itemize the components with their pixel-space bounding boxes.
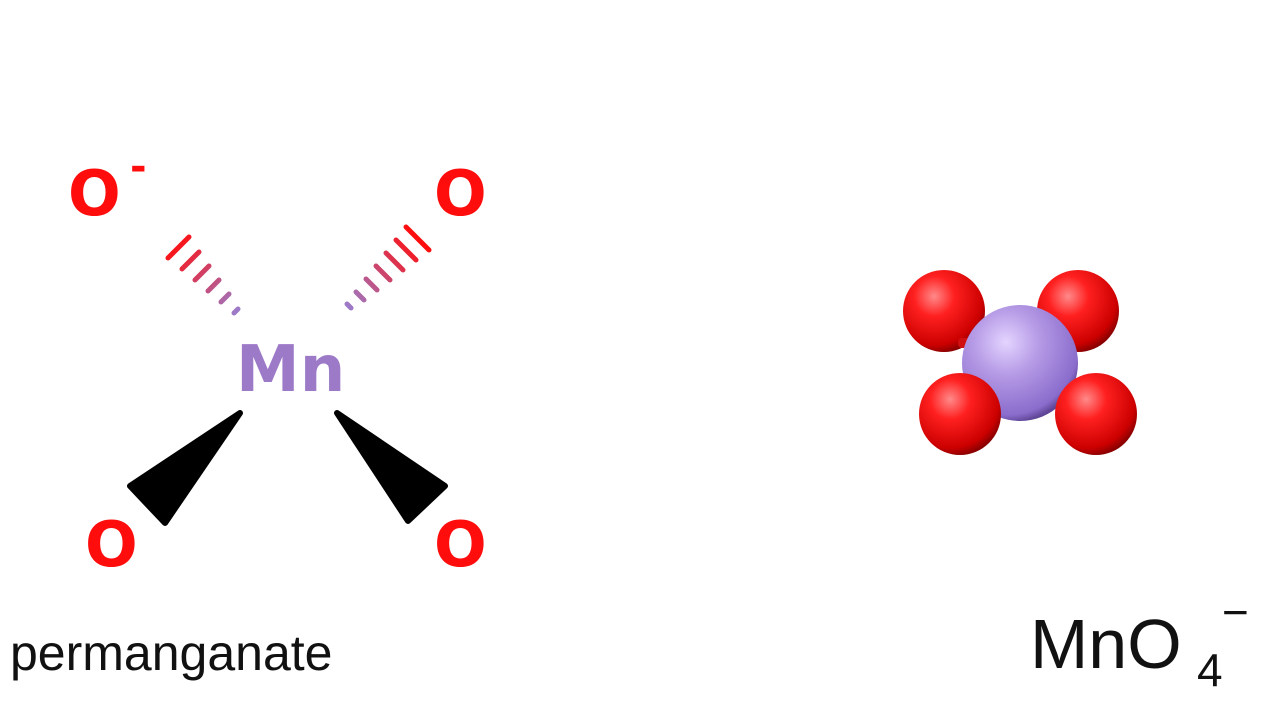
oxygen-label-top-left: O bbox=[68, 157, 121, 230]
wedge-bond-bottom-right bbox=[334, 410, 448, 524]
formula-subscript: 4 bbox=[1197, 644, 1223, 696]
hashed-bond-top-right bbox=[344, 224, 432, 311]
molecule-name-caption: permanganate bbox=[10, 625, 332, 681]
wedge-bond-bottom-left bbox=[127, 410, 243, 526]
oxygen-ball-back-left bbox=[903, 270, 985, 352]
oxygen-charge-label: - bbox=[130, 144, 147, 190]
manganese-label: Mn bbox=[236, 333, 345, 407]
ball-and-stick-model bbox=[903, 270, 1137, 455]
formula-main: MnO bbox=[1030, 605, 1182, 683]
oxygen-label-top-right: O bbox=[434, 157, 487, 230]
formula-charge: − bbox=[1222, 586, 1249, 638]
oxygen-label-bottom-right: O bbox=[434, 508, 487, 581]
chemical-formula: MnO 4 − bbox=[1030, 586, 1249, 696]
oxygen-ball-front-left bbox=[919, 373, 1001, 455]
hashed-bond-top-left bbox=[165, 234, 241, 316]
oxygen-label-bottom-left: O bbox=[85, 508, 138, 581]
oxygen-ball-front-right bbox=[1055, 373, 1137, 455]
